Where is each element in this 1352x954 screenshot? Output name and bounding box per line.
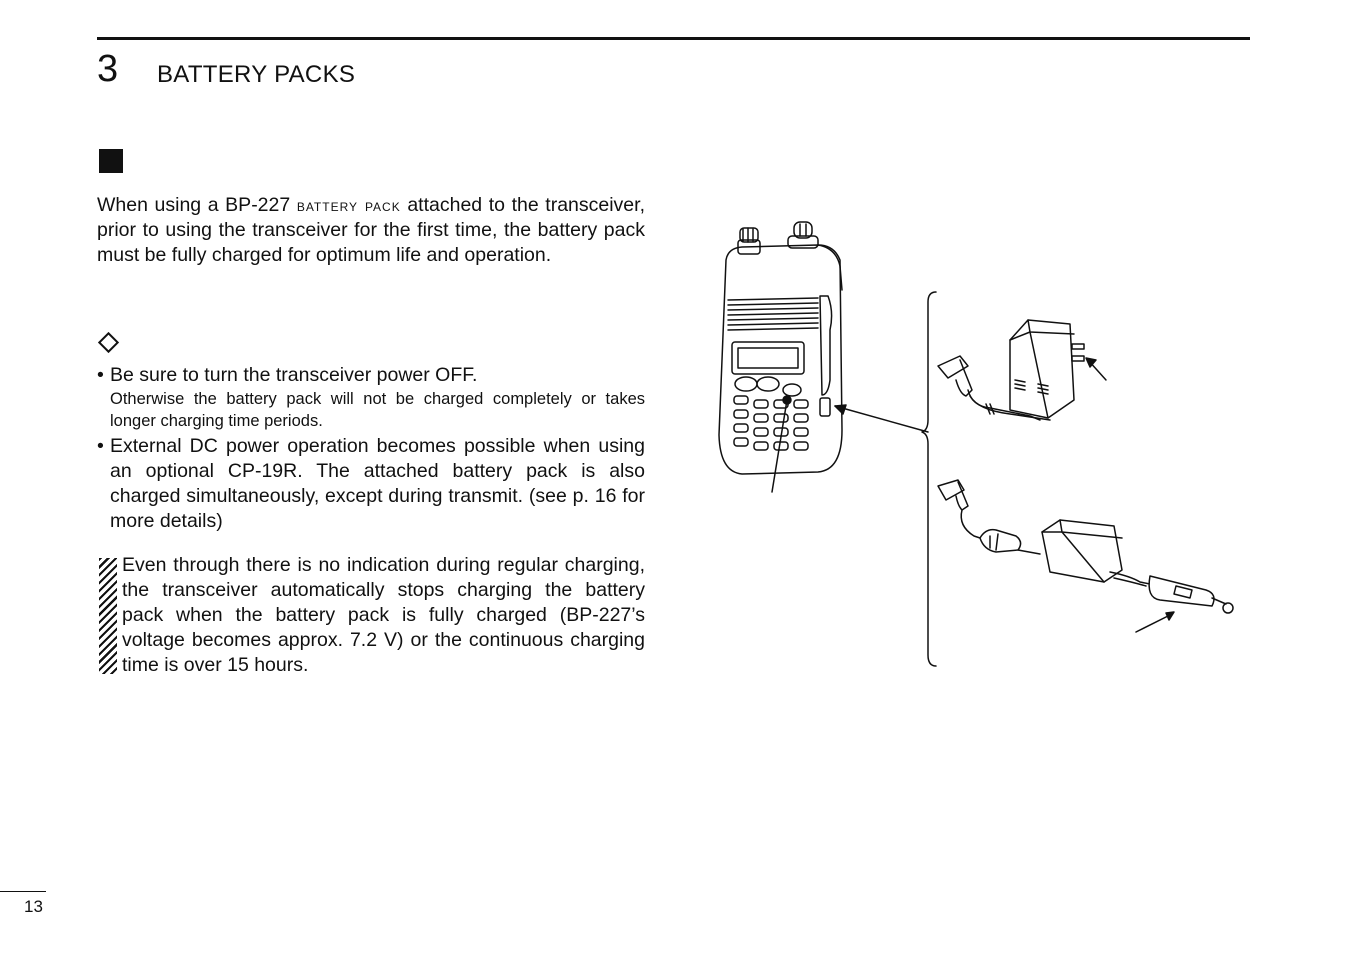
- footer-rule: [0, 891, 46, 892]
- diamond-icon: [97, 331, 120, 354]
- intro-lead: When using a BP-227: [97, 194, 297, 216]
- bullet-sub-note: Otherwise the battery pack will not be c…: [110, 390, 645, 430]
- chapter-title: BATTERY PACKS: [157, 61, 356, 88]
- intro-smallcaps: battery pack: [296, 196, 401, 215]
- transceiver-drawing: [718, 221, 843, 475]
- charging-note: Even through there is no indication duri…: [122, 554, 645, 676]
- bullet-dot-icon: •: [97, 364, 104, 386]
- black-square-icon: [99, 149, 123, 173]
- hatched-bar-icon: [99, 558, 117, 674]
- chapter-number: 3: [97, 48, 119, 90]
- page-number: 13: [24, 897, 43, 916]
- bullet-item-external-dc: • External DC power operation becomes po…: [97, 434, 645, 534]
- bullet-text: Be sure to turn the transceiver power OF…: [110, 364, 478, 386]
- charging-illustration: [718, 221, 1234, 667]
- ac-adapter-drawing: [937, 319, 1085, 421]
- bullet-item-power-off: • Be sure to turn the transceiver power …: [97, 363, 645, 432]
- header-rule: [97, 37, 1250, 40]
- bullet-dot-icon: •: [97, 435, 104, 457]
- intro-rest: attached to the transceiver, prior to us…: [97, 194, 645, 266]
- bullet-text: External DC power operation becomes poss…: [110, 435, 645, 532]
- intro-paragraph: When using a BP-227 battery pack attache…: [97, 193, 645, 268]
- cigarette-lighter-cable-drawing: [937, 479, 1234, 614]
